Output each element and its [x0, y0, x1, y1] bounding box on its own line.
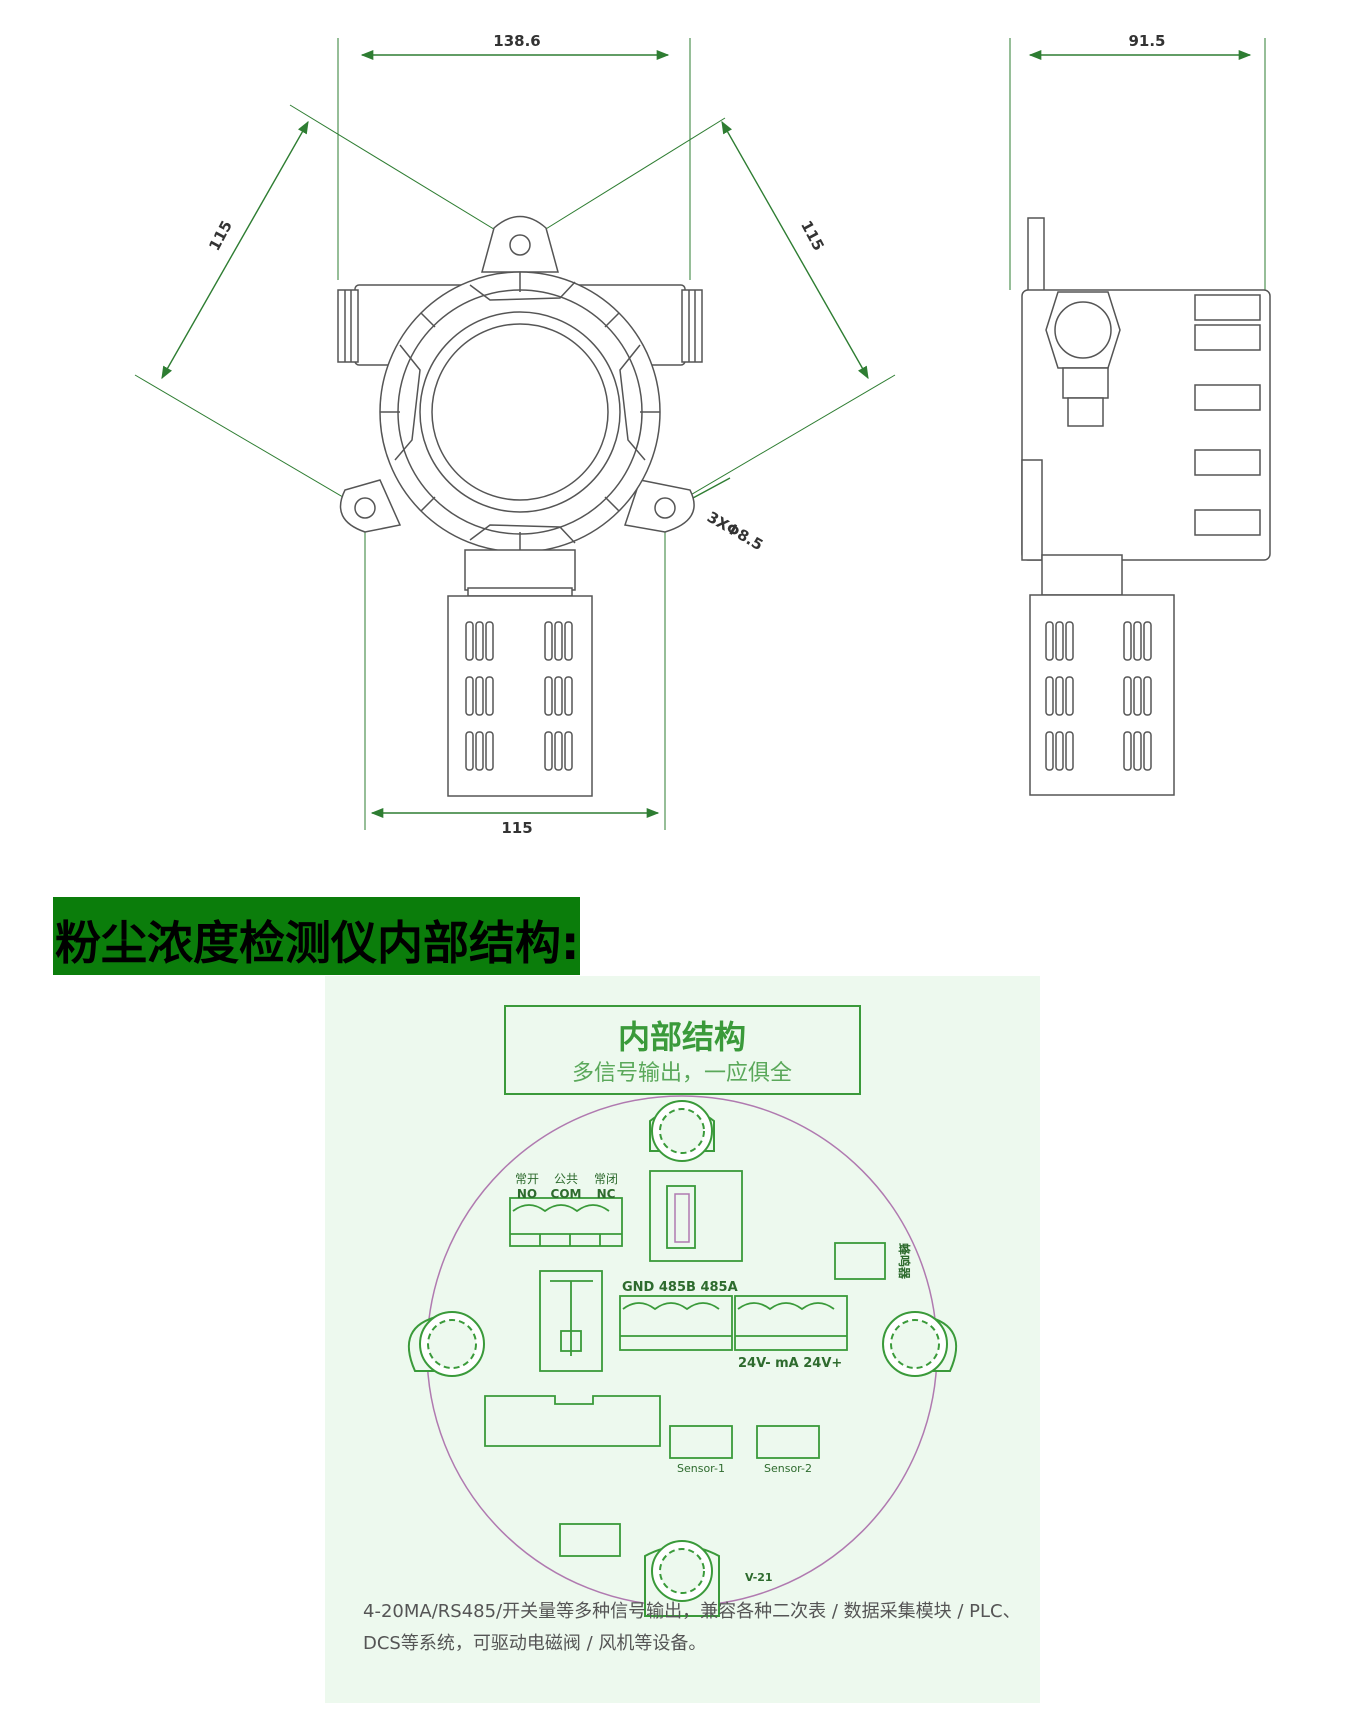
rs485-terminal [619, 1295, 733, 1351]
dim-side-depth: 91.5 [1128, 32, 1165, 50]
footer-note: 4-20MA/RS485/开关量等多种信号输出，兼容各种二次表 / 数据采集模块… [363, 1596, 1023, 1660]
internal-structure-panel: 内部结构 多信号输出，一应俱全 常开 公共 常闭 [325, 976, 1040, 1703]
front-view [337, 215, 703, 797]
dim-mount-right: 115 [797, 218, 828, 254]
relay-label-no-cn: 常开 [515, 1172, 539, 1186]
bottom-connector [559, 1523, 621, 1557]
screw-pads [407, 1100, 958, 1617]
power-labels: 24V- mA 24V+ [738, 1356, 842, 1371]
board-outline [426, 1095, 938, 1607]
buzzer-label: 蜂鸣器 [897, 1243, 912, 1280]
side-extension-lines [1009, 38, 1266, 290]
board-version: V-21 [745, 1571, 773, 1584]
relay-label-nc-cn: 常闭 [594, 1172, 618, 1186]
section-title: 粉尘浓度检测仪内部结构: [55, 916, 580, 970]
side-view [1021, 217, 1271, 796]
sensor1-label: Sensor-1 [677, 1462, 725, 1475]
sensor2-label: Sensor-2 [764, 1462, 812, 1475]
dim-hole-note: 3XΦ8.5 [704, 508, 766, 554]
dim-front-width: 138.6 [493, 32, 540, 50]
pcb-diagram: 内部结构 多信号输出，一应俱全 常开 公共 常闭 [407, 1005, 958, 1617]
relay-label-com-cn: 公共 [554, 1172, 578, 1186]
dim-mount-left: 115 [205, 218, 236, 254]
footer-line-2: DCS等系统，可驱动电磁阀 / 风机等设备。 [363, 1633, 707, 1654]
internal-title-box [504, 1005, 861, 1095]
power-terminal [734, 1295, 848, 1351]
sensor1-connector [669, 1425, 733, 1459]
section-title-bar: 粉尘浓度检测仪内部结构: [53, 897, 580, 975]
relay-label-com: COM [551, 1187, 582, 1201]
relay-label-nc: NC [597, 1187, 616, 1201]
dimension-drawing: 138.6 115 115 115 3XΦ8.5 [134, 32, 1271, 837]
footer-line-1: 4-20MA/RS485/开关量等多种信号输出，兼容各种二次表 / 数据采集模块… [363, 1601, 1021, 1622]
potentiometer [539, 1270, 603, 1372]
relay-component [649, 1170, 743, 1262]
relay-terminal [509, 1197, 623, 1247]
rs485-labels: GND 485B 485A [622, 1280, 738, 1295]
relay-label-no: NO [517, 1187, 537, 1201]
dim-bottom-span: 115 [501, 819, 532, 837]
internal-subtitle: 多信号输出，一应俱全 [572, 1061, 792, 1086]
front-extension-lines [134, 38, 896, 830]
internal-title: 内部结构 [618, 1018, 746, 1056]
long-connector [484, 1395, 661, 1447]
sensor2-connector [756, 1425, 820, 1459]
buzzer [834, 1242, 886, 1280]
